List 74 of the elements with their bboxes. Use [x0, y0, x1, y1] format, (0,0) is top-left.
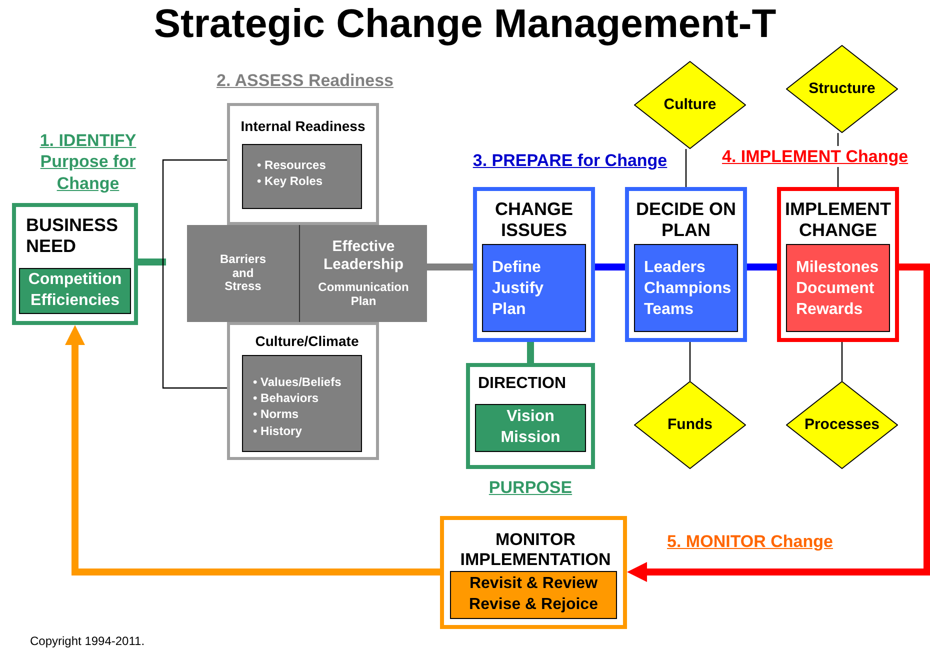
- connector-line: [747, 264, 777, 270]
- content-box: [786, 244, 890, 332]
- stage-box: [227, 322, 379, 460]
- factor-diamond: [634, 381, 746, 469]
- connector-line: [162, 159, 227, 262]
- box-text: Plan: [492, 300, 527, 320]
- arrow: [65, 325, 440, 576]
- connector-line: [689, 342, 691, 381]
- box-text: Competition Efficiencies: [27, 270, 123, 311]
- factor-diamond: [786, 381, 898, 469]
- factor-diamond: [786, 45, 898, 133]
- box-text: Teams: [644, 300, 695, 320]
- connector-line: [595, 264, 625, 270]
- content-box: [482, 244, 586, 332]
- box-text: Document: [796, 278, 876, 299]
- box-text: Revisit & Review Revise & Rejoice: [468, 574, 599, 615]
- diamond-text: Processes: [804, 416, 880, 434]
- diamond-text: Culture: [664, 96, 716, 114]
- content-box: [475, 404, 586, 452]
- box-text: Justify: [492, 278, 545, 299]
- stage-box: [440, 516, 627, 629]
- connector-line: [162, 262, 227, 389]
- content-box: [242, 144, 362, 209]
- band-text: Barriers and Stress: [218, 252, 268, 294]
- box-text: Champions: [644, 278, 732, 299]
- connector-line: [685, 149, 687, 187]
- factor-diamond: [634, 61, 746, 149]
- stage-box: [625, 187, 747, 342]
- factor-band: [299, 225, 427, 322]
- box-text: • Behaviors: [253, 390, 320, 406]
- connector-line: [427, 264, 473, 270]
- content-box: [634, 244, 738, 332]
- diamond-text: Structure: [808, 80, 876, 98]
- box-text: Milestones: [796, 258, 880, 278]
- copyright-note: Copyright 1994-2011.: [30, 634, 146, 649]
- box-text: Leaders: [644, 258, 706, 278]
- diamond-text: Funds: [668, 416, 712, 434]
- stage-box: [227, 103, 379, 225]
- box-heading: DIRECTION: [478, 375, 567, 394]
- connector-line: [138, 258, 166, 266]
- stage-heading: 1. IDENTIFY Purpose for Change: [38, 130, 138, 194]
- box-heading: MONITOR IMPLEMENTATION: [459, 530, 612, 570]
- stage-heading: 2. ASSESS Readiness: [215, 70, 394, 92]
- factor-band: [187, 225, 299, 322]
- box-text: Define: [492, 258, 542, 278]
- band-text: Communication Plan: [317, 280, 410, 309]
- content-box: [242, 355, 362, 452]
- box-heading: DECIDE ON PLAN: [634, 199, 737, 240]
- box-text: • Resources: [257, 157, 327, 174]
- box-heading: Internal Readiness: [240, 118, 366, 134]
- box-text: Rewards: [796, 300, 864, 320]
- box-heading: CHANGE ISSUES: [494, 199, 574, 240]
- stage-box: [473, 187, 595, 342]
- box-text: • Norms: [253, 406, 300, 423]
- band-text: Effective Leadership: [322, 238, 405, 273]
- stage-box: [12, 203, 138, 325]
- box-heading: BUSINESS NEED: [26, 215, 120, 256]
- connector-line: [527, 342, 534, 363]
- stage-box: [777, 187, 899, 342]
- content-box: [19, 268, 131, 314]
- content-box: [450, 571, 617, 619]
- stage-heading: 4. IMPLEMENT Change: [720, 146, 910, 168]
- box-heading: IMPLEMENT CHANGE: [784, 199, 892, 240]
- box-text: • Key Roles: [257, 173, 324, 190]
- box-text: • History: [253, 422, 303, 439]
- box-text: • Values/Beliefs: [253, 374, 342, 390]
- diagram-title: Strategic Change Management-T: [152, 2, 778, 47]
- connector-line: [841, 342, 843, 381]
- stage-box: [466, 363, 595, 469]
- box-text: Vision Mission: [500, 407, 562, 448]
- stage-heading: 5. MONITOR Change: [666, 531, 834, 552]
- stage-heading: 3. PREPARE for Change: [472, 150, 668, 172]
- box-heading: Culture/Climate: [254, 333, 360, 350]
- stage-caption: PURPOSE: [488, 477, 574, 498]
